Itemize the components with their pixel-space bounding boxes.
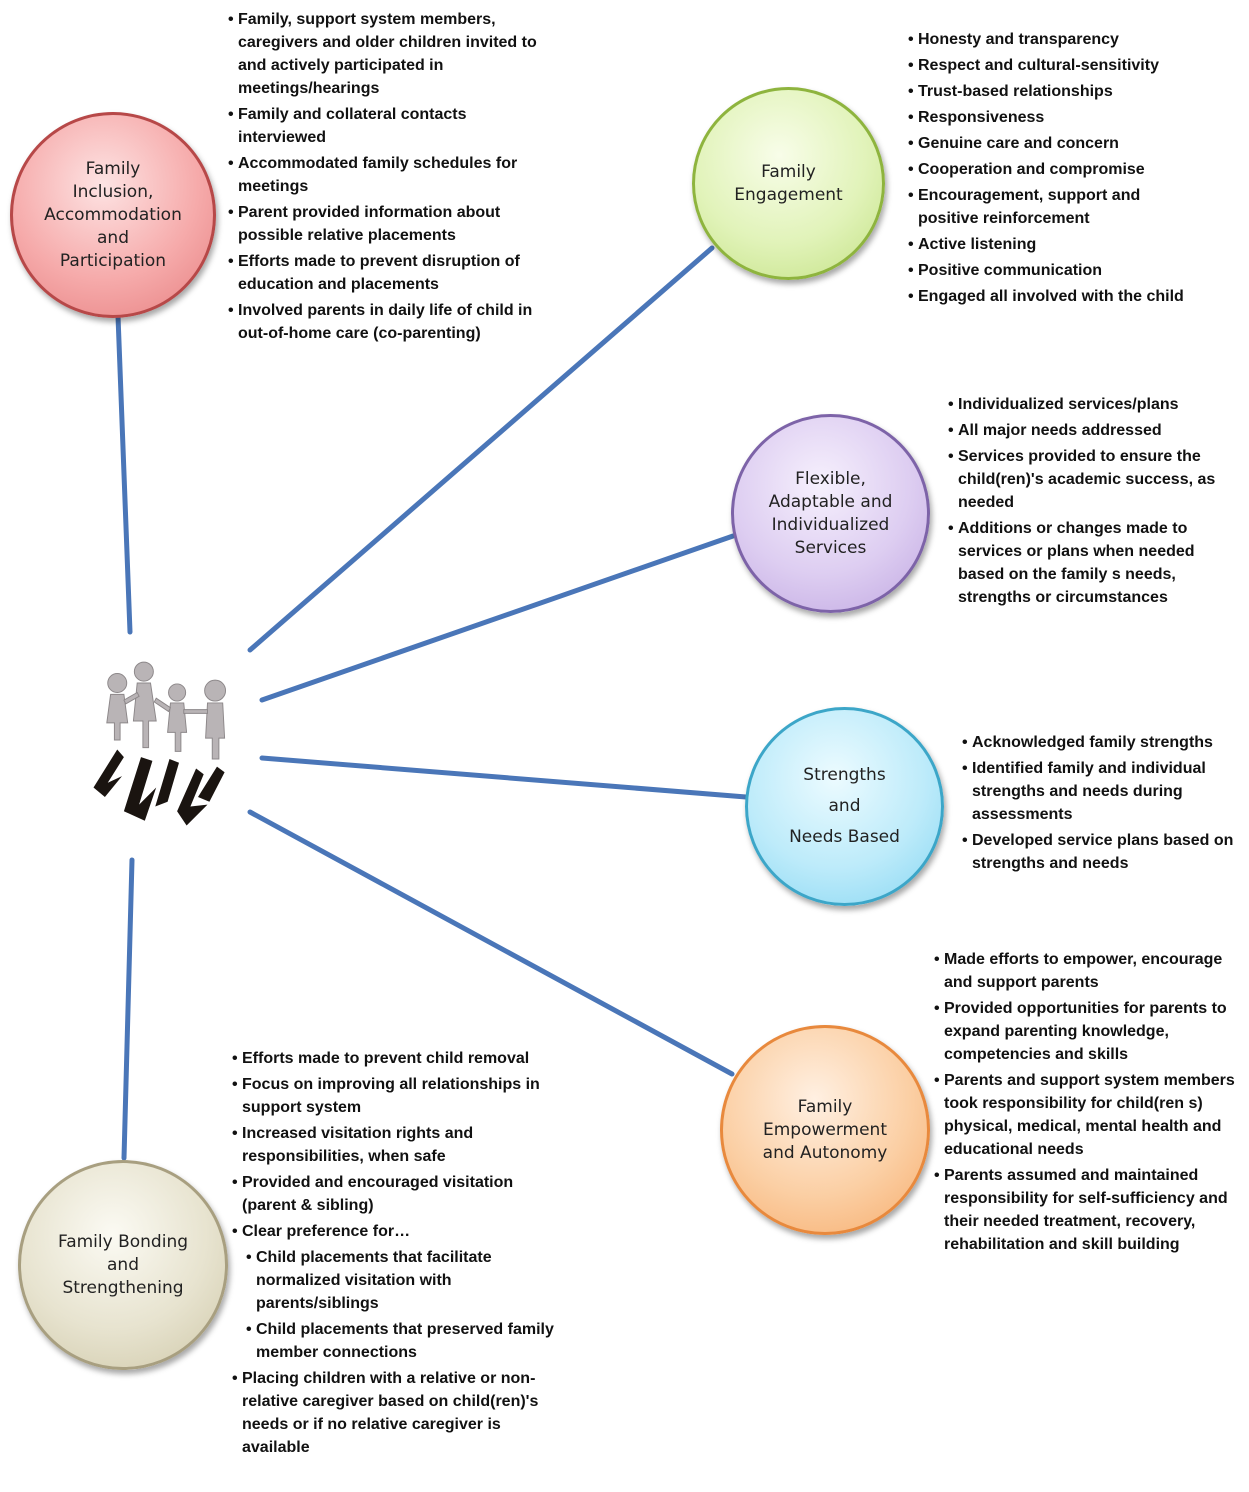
bullet-item: Trust-based relationships: [908, 80, 1198, 103]
bullet-item: Focus on improving all relationships in …: [232, 1073, 558, 1119]
bullet-item: Made efforts to empower, encourage and s…: [934, 948, 1246, 994]
sub-bullet-item: Child placements that preserved family m…: [246, 1318, 558, 1364]
node-label: Family Bonding and Strengthening: [57, 1231, 189, 1298]
bullet-item: Provided and encouraged visitation (pare…: [232, 1171, 558, 1217]
bullet-item: Cooperation and compromise: [908, 158, 1198, 181]
bullet-item: Respect and cultural-sensitivity: [908, 54, 1198, 77]
bullet-item: Individualized services/plans: [948, 393, 1244, 416]
node-family-inclusion: Family Inclusion, Accommodation and Part…: [10, 112, 216, 318]
connector-empowerment: [247, 809, 735, 1077]
bullet-item: Clear preference for…: [232, 1220, 558, 1243]
bullet-item: Efforts made to prevent child removal: [232, 1047, 558, 1070]
bullet-item: Parent provided information about possib…: [228, 201, 540, 247]
bullet-item: Parents assumed and maintained responsib…: [934, 1164, 1246, 1256]
bullet-item: Family, support system members, caregive…: [228, 8, 540, 100]
bullets-flexible: Individualized services/plans All major …: [948, 393, 1244, 612]
bullet-item: Acknowledged family strengths: [962, 731, 1248, 754]
bullet-item: Active listening: [908, 233, 1198, 256]
node-label: Strengths and Needs Based: [789, 765, 900, 847]
bullet-item: Provided opportunities for parents to ex…: [934, 997, 1246, 1066]
bullet-item: Placing children with a relative or non-…: [232, 1367, 558, 1459]
bullets-bonding: Efforts made to prevent child removal Fo…: [232, 1047, 558, 1462]
bullets-empowerment: Made efforts to empower, encourage and s…: [934, 948, 1246, 1259]
connector-engagement: [247, 245, 715, 653]
connector-strengths: [259, 755, 749, 800]
bullet-item: Parents and support system members took …: [934, 1069, 1246, 1161]
bullet-item: Engaged all involved with the child: [908, 285, 1198, 308]
bullet-item: Increased visitation rights and responsi…: [232, 1122, 558, 1168]
bullet-item: All major needs addressed: [948, 419, 1244, 442]
node-family-empowerment: Family Empowerment and Autonomy: [720, 1025, 930, 1235]
bullet-item: Encouragement, support and positive rein…: [908, 184, 1198, 230]
bullet-item: Involved parents in daily life of child …: [228, 299, 540, 345]
node-label: Flexible, Adaptable and Individualized S…: [768, 468, 893, 558]
bullets-inclusion: Family, support system members, caregive…: [228, 8, 540, 348]
node-label: Family Empowerment and Autonomy: [762, 1096, 888, 1163]
bullet-item: Family and collateral contacts interview…: [228, 103, 540, 149]
node-label: Family Engagement: [734, 161, 843, 205]
bullet-item: Positive communication: [908, 259, 1198, 282]
bullet-item: Honesty and transparency: [908, 28, 1198, 51]
connector-bonding: [121, 857, 135, 1161]
sub-bullet-item: Child placements that facilitate normali…: [246, 1246, 558, 1315]
node-flexible-services: Flexible, Adaptable and Individualized S…: [731, 414, 930, 613]
bullets-engagement: Honesty and transparency Respect and cul…: [908, 28, 1198, 311]
bullet-item: Additions or changes made to services or…: [948, 517, 1244, 609]
bullet-item: Developed service plans based on strengt…: [962, 829, 1248, 875]
family-illustration: [60, 640, 260, 840]
bullet-item: Efforts made to prevent disruption of ed…: [228, 250, 540, 296]
node-family-bonding: Family Bonding and Strengthening: [18, 1160, 228, 1370]
bullet-item: Genuine care and concern: [908, 132, 1198, 155]
node-label: Family Inclusion, Accommodation and Part…: [44, 158, 182, 271]
bullet-item: Services provided to ensure the child(re…: [948, 445, 1244, 514]
bullet-item: Accommodated family schedules for meetin…: [228, 152, 540, 198]
bullet-item: Responsiveness: [908, 106, 1198, 129]
connector-inclusion: [115, 313, 133, 635]
bullets-strengths: Acknowledged family strengths Identified…: [962, 731, 1248, 878]
family-silhouette-icon: [93, 661, 227, 826]
bullet-item: Identified family and individual strengt…: [962, 757, 1248, 826]
node-family-engagement: Family Engagement: [692, 87, 885, 280]
connector-flexible: [259, 533, 736, 703]
node-strengths-needs: Strengths and Needs Based: [745, 707, 944, 906]
